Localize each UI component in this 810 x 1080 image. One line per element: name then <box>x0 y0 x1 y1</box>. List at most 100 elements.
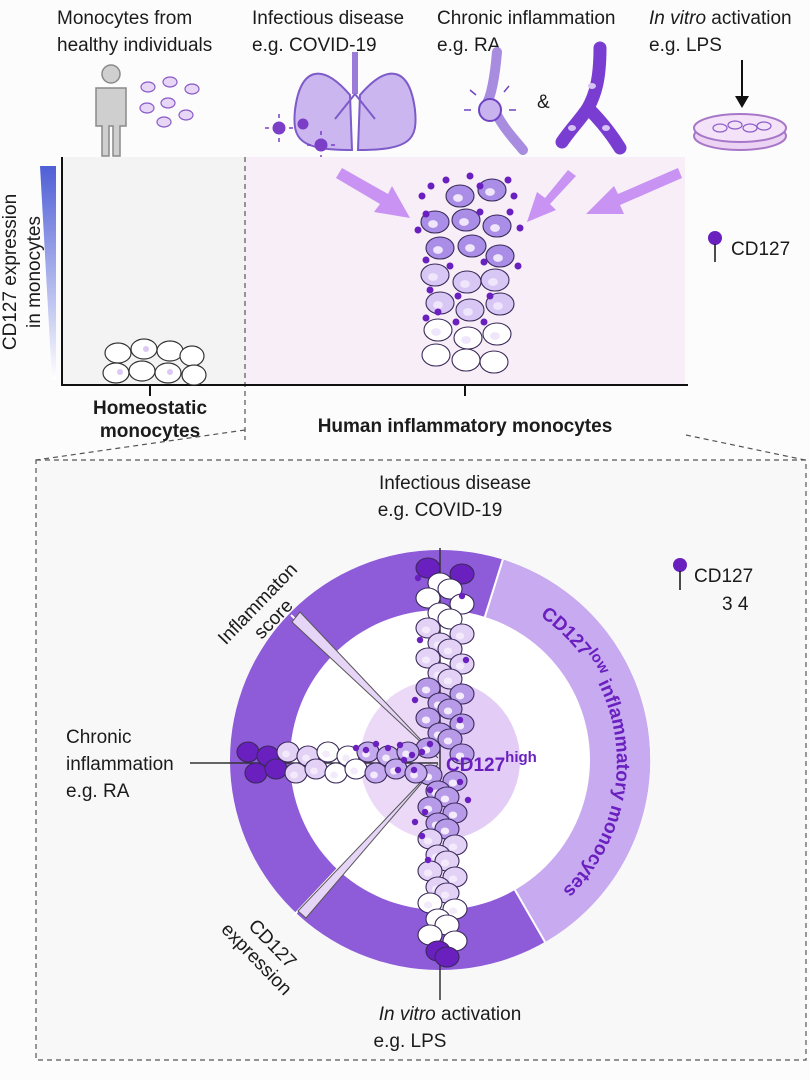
cd127-marker <box>516 224 524 232</box>
cd127-marker <box>466 172 474 180</box>
monocyte-cell <box>415 557 441 579</box>
monocyte-nucleus <box>448 875 458 883</box>
monocyte-nucleus <box>302 754 310 762</box>
x-label-homeostatic-line2: monocytes <box>100 421 200 442</box>
petri-dish-icon <box>693 60 787 151</box>
y-axis-label: CD127 expression in monocytes <box>0 194 45 350</box>
cd127-marker <box>396 741 404 749</box>
monocyte-cell <box>434 946 460 968</box>
cd127-marker <box>454 292 462 300</box>
cell-arms <box>236 557 475 968</box>
bp-bottom-label-line1: In vitro activation <box>379 1004 522 1025</box>
bp-top-label-line1: Infectious disease <box>379 473 531 494</box>
cd127-expression-wedge <box>297 763 439 919</box>
monocyte-nucleus <box>421 716 431 724</box>
legend-label-top: CD127 <box>731 239 790 260</box>
source-infection-line1: Infectious disease <box>252 8 404 29</box>
monocyte-cell <box>451 348 481 372</box>
vessel-icon <box>555 41 627 155</box>
cd127-marker <box>486 292 494 300</box>
joint-icon <box>464 47 528 155</box>
legend-numbers: 3 4 <box>722 594 749 615</box>
monocyte-nucleus <box>463 308 473 316</box>
zoom-lines <box>35 429 806 461</box>
cd127-marker <box>506 208 514 216</box>
svg-text:CD127 expression: CD127 expression <box>0 194 21 350</box>
x-label-homeostatic-line1: Homeostatic <box>93 398 207 419</box>
cd127-marker <box>408 751 416 759</box>
monocyte-nucleus <box>322 750 330 758</box>
cd127-marker <box>414 226 422 234</box>
monocyte-nucleus <box>461 336 471 344</box>
monocyte-cell <box>421 343 451 367</box>
monocyte-cell <box>415 587 441 609</box>
svg-text:in monocytes: in monocytes <box>24 216 45 328</box>
lungs-icon <box>293 52 417 152</box>
inflammatory-cluster <box>414 172 524 374</box>
cd127-marker <box>411 696 419 704</box>
monocyte-nucleus <box>440 827 450 835</box>
inflammation-score-wedge <box>291 611 439 759</box>
monocyte-nucleus <box>448 843 458 851</box>
monocyte-nucleus <box>421 626 431 634</box>
bp-left-label-line3: e.g. RA <box>66 781 130 802</box>
bp-left-label-line1: Chronic <box>66 727 131 748</box>
monocyte-nucleus <box>440 891 450 899</box>
cd127-marker <box>422 314 430 322</box>
cd127-marker <box>418 832 426 840</box>
cd127-marker <box>426 786 434 794</box>
cd127-legend-bottom: CD127 3 4 <box>673 558 753 615</box>
cd127-marker <box>421 808 429 816</box>
monocyte-nucleus <box>433 301 443 309</box>
monocyte-nucleus <box>455 692 465 700</box>
monocyte-nucleus <box>423 901 433 909</box>
cd127-marker <box>422 256 430 264</box>
monocyte-nucleus <box>443 707 453 715</box>
cd127-marker <box>456 778 464 786</box>
monocyte-nucleus <box>493 302 503 310</box>
monocyte-cell <box>244 762 268 784</box>
cd127-marker <box>362 746 370 754</box>
healthy-monocytes <box>139 76 200 128</box>
monocyte-nucleus <box>382 754 390 762</box>
monocyte-cell <box>449 563 475 585</box>
monocyte-nucleus <box>455 722 465 730</box>
cd127-marker <box>400 756 408 764</box>
cd127-marker <box>427 182 435 190</box>
cd127-marker <box>442 176 450 184</box>
homeostatic-cluster <box>102 338 207 386</box>
cd127-marker <box>434 308 442 316</box>
monocyte-nucleus <box>410 771 418 779</box>
cd127-marker <box>458 592 466 600</box>
monocyte-nucleus <box>402 750 410 758</box>
monocyte-cell <box>437 608 463 630</box>
monocyte-nucleus <box>350 767 358 775</box>
monocyte-nucleus <box>342 754 350 762</box>
monocyte-nucleus <box>423 837 433 845</box>
monocyte-nucleus <box>330 771 338 779</box>
cd127-marker <box>384 744 392 752</box>
cd127-marker <box>480 258 488 266</box>
cd127-marker <box>411 818 419 826</box>
cd127-marker <box>446 262 454 270</box>
cd127-marker <box>416 636 424 644</box>
source-infection-line2: e.g. COVID-19 <box>252 35 377 56</box>
cd127-marker <box>426 740 434 748</box>
source-chronic-line1: Chronic inflammation <box>437 8 615 29</box>
monocyte-nucleus <box>459 218 469 226</box>
input-arrows <box>336 168 682 222</box>
bp-bottom-label-line2: e.g. LPS <box>374 1031 447 1052</box>
cd127-marker <box>418 192 426 200</box>
monocyte-nucleus <box>443 737 453 745</box>
monocyte-nucleus <box>465 244 475 252</box>
monocyte-nucleus <box>431 328 441 336</box>
monocyte-nucleus <box>493 254 503 262</box>
monocyte-cell <box>264 758 288 780</box>
cd127-marker <box>456 716 464 724</box>
cd127-marker <box>352 744 360 752</box>
monocyte-cell <box>437 578 463 600</box>
monocyte-cell <box>479 350 509 374</box>
source-invitro-line2: e.g. LPS <box>649 35 722 56</box>
monocyte-nucleus <box>370 771 378 779</box>
